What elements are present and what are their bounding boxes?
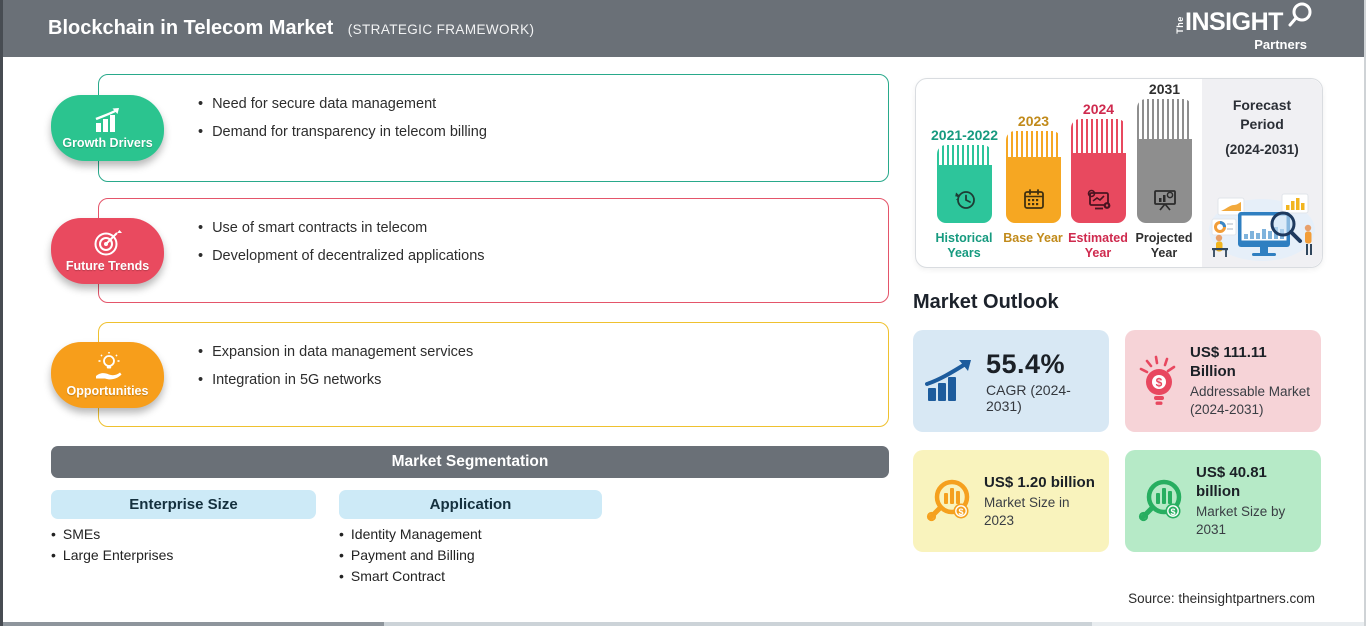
opportunities-section: Expansion in data management services In…	[51, 322, 889, 427]
list-item: Need for secure data management	[198, 90, 888, 118]
list-item: Use of smart contracts in telecom	[198, 214, 888, 242]
header-titles: Blockchain in Telecom Market (STRATEGIC …	[48, 17, 534, 40]
market-segmentation-bar: Market Segmentation	[51, 446, 889, 478]
market-size-2023-label: Market Size in 2023	[984, 494, 1070, 528]
magnifier-loop-icon	[1288, 2, 1312, 26]
logo-partners-text: Partners	[1254, 36, 1307, 52]
bar-stripes	[1006, 131, 1061, 157]
bar-stripes	[1071, 119, 1126, 153]
header: Blockchain in Telecom Market (STRATEGIC …	[3, 0, 1364, 57]
future-trends-badge: Future Trends	[51, 217, 164, 284]
opportunities-box: Expansion in data management services In…	[98, 322, 889, 427]
bar-body	[937, 165, 992, 223]
market-size-2031-label: Market Size by 2031	[1196, 504, 1286, 537]
source-attribution: Source: theinsightpartners.com	[1128, 591, 1315, 606]
svg-text:$: $	[1156, 376, 1163, 390]
magnifier-chart-icon: $	[1138, 479, 1182, 522]
analysts-illustration	[1209, 193, 1315, 261]
addressable-market-card: $ US$ 111.11 Billion Addressable Market …	[1125, 330, 1321, 432]
addressable-market-label: Addressable Market (2024-2031)	[1190, 384, 1311, 417]
list-item: Large Enterprises	[51, 545, 174, 566]
bar-year-label: 2023	[1017, 113, 1050, 129]
forecast-title: Forecast Period	[1232, 97, 1292, 132]
logo-insight-text: INSIGHT	[1185, 7, 1283, 36]
divider-segment	[3, 622, 385, 626]
magnifier-chart-icon: $	[926, 479, 970, 522]
bottom-divider	[3, 622, 1364, 626]
bar-caption: Base Year	[1003, 231, 1063, 245]
growth-chart-icon	[925, 360, 971, 401]
forecast-panel: Forecast Period (2024-2031)	[1202, 79, 1322, 267]
bar-year-label: 2021-2022	[931, 127, 998, 143]
hand-lightbulb-icon	[95, 351, 121, 379]
logo-the-text: The	[1174, 15, 1185, 34]
cagr-card: 55.4% CAGR (2024-2031)	[913, 330, 1109, 432]
list-item: Integration in 5G networks	[198, 366, 888, 394]
market-size-2023-value: US$ 1.20 billion	[984, 473, 1095, 491]
list-item: Demand for transparency in telecom billi…	[198, 118, 888, 146]
market-size-2031-value: US$ 40.81 billion	[1196, 464, 1267, 500]
addressable-market-value: US$ 111.11 Billion	[1190, 344, 1267, 380]
base-year-bar: 2023	[1006, 113, 1061, 223]
list-item: Payment and Billing	[339, 545, 482, 566]
application-header: Application	[339, 490, 602, 519]
market-size-2031-card: $ US$ 40.81 billion Market Size by 2031	[1125, 450, 1321, 552]
bar-stripes	[1137, 99, 1192, 139]
svg-text:$: $	[958, 507, 963, 517]
future-trends-section: Use of smart contracts in telecom Develo…	[51, 198, 889, 303]
list-item: Development of decentralized application…	[198, 242, 888, 270]
forecast-range: (2024-2031)	[1225, 142, 1299, 157]
application-list: Identity Management Payment and Billing …	[339, 524, 482, 587]
bar-year-label: 2031	[1148, 81, 1181, 97]
brand-logo: The INSIGHT Partners	[1174, 2, 1312, 52]
divider-segment	[1091, 622, 1364, 626]
market-size-2023-card: $ US$ 1.20 billion Market Size in 2023	[913, 450, 1109, 552]
bar-stripes	[937, 145, 992, 165]
history-clock-icon	[954, 191, 975, 209]
historical-years-bar: 2021-2022	[931, 127, 998, 223]
badge-label: Growth Drivers	[62, 135, 153, 150]
timeline-card: 2021-2022 2023	[915, 78, 1323, 268]
bar-year-label: 2024	[1082, 101, 1115, 117]
bar-body	[1137, 139, 1192, 223]
page-subtitle: (STRATEGIC FRAMEWORK)	[347, 22, 535, 37]
monitor-gear-icon	[1087, 189, 1110, 210]
enterprise-size-header: Enterprise Size	[51, 490, 316, 519]
opportunities-list: Expansion in data management services In…	[99, 323, 888, 394]
badge-label: Future Trends	[65, 258, 150, 273]
projection-screen-icon	[1153, 190, 1176, 211]
list-item: SMEs	[51, 524, 173, 545]
badge-label: Opportunities	[66, 383, 149, 398]
future-trends-list: Use of smart contracts in telecom Develo…	[99, 199, 888, 270]
market-outlook-title: Market Outlook	[913, 291, 1059, 313]
opportunities-badge: Opportunities	[51, 341, 164, 408]
growth-drivers-badge: Growth Drivers	[51, 95, 164, 161]
bar-caption: Historical Years	[935, 231, 993, 260]
bar-chart-growth-icon	[95, 107, 119, 132]
growth-drivers-box: Need for secure data management Demand f…	[98, 74, 889, 182]
estimated-year-bar: 2024	[1071, 101, 1126, 223]
page-title: Blockchain in Telecom Market	[48, 17, 334, 39]
projected-year-bar: 2031	[1137, 81, 1192, 223]
future-trends-box: Use of smart contracts in telecom Develo…	[98, 198, 889, 303]
target-dart-icon	[94, 229, 122, 255]
cagr-value: 55.4%	[986, 348, 1066, 379]
enterprise-size-list: SMEs Large Enterprises	[51, 524, 174, 566]
bar-caption: Projected Year	[1135, 231, 1193, 260]
growth-drivers-section: Need for secure data management Demand f…	[51, 74, 889, 182]
cagr-label: CAGR (2024-2031)	[986, 381, 1071, 414]
bar-caption: Estimated Year	[1068, 231, 1128, 260]
bar-body	[1071, 153, 1126, 223]
calendar-icon	[1023, 189, 1044, 209]
divider-segment	[384, 622, 1092, 626]
list-item: Identity Management	[339, 524, 482, 545]
list-item: Expansion in data management services	[198, 338, 888, 366]
segmentation-title: Market Segmentation	[391, 453, 549, 470]
bar-body	[1006, 157, 1061, 223]
list-item: Smart Contract	[339, 566, 482, 587]
growth-drivers-list: Need for secure data management Demand f…	[99, 75, 888, 146]
svg-text:$: $	[1170, 507, 1175, 517]
bulb-dollar-icon: $	[1139, 355, 1176, 405]
